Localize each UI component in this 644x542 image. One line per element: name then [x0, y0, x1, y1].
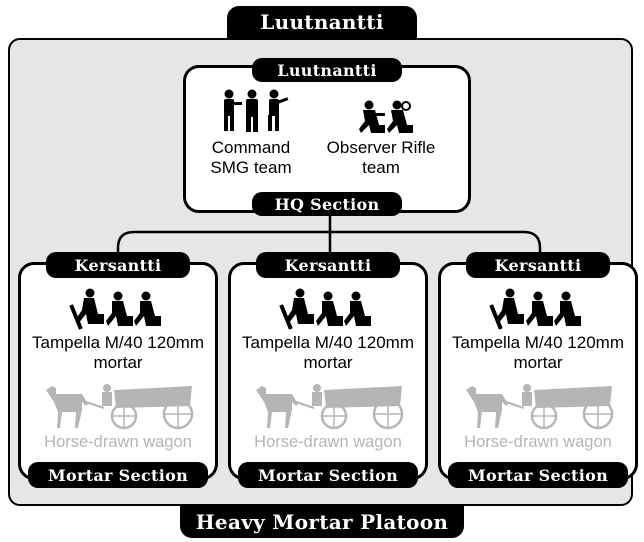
mortar-crew-icon: [279, 288, 371, 330]
infantry-standing-icon: [224, 89, 289, 132]
horse-drawn-wagon-icon: [46, 384, 194, 430]
mortar-section-banner: Mortar Section: [28, 462, 208, 488]
hq-section-banner: HQ Section: [252, 192, 402, 216]
mortar-section-banner: Mortar Section: [448, 462, 628, 488]
transport-label: Horse-drawn wagon: [44, 433, 192, 451]
transport-label: Horse-drawn wagon: [254, 433, 402, 451]
mortar-section-banner: Mortar Section: [238, 462, 418, 488]
mortar-crew-icon: [489, 288, 581, 330]
horse-drawn-wagon-icon: [256, 384, 404, 430]
section-commander-banner: Kersantti: [46, 252, 190, 278]
section-commander-banner: Kersantti: [256, 252, 400, 278]
section-commander-banner: Kersantti: [466, 252, 610, 278]
platoon-commander-banner: Luutnantti: [227, 6, 417, 38]
mortar-crew-icon: [69, 288, 161, 330]
observer-kneeling-icon: [359, 100, 413, 133]
hq-commander-banner: Luutnantti: [252, 58, 402, 82]
horse-drawn-wagon-icon: [466, 384, 614, 430]
platoon-name-banner: Heavy Mortar Platoon: [180, 506, 464, 538]
transport-label: Horse-drawn wagon: [464, 433, 612, 451]
